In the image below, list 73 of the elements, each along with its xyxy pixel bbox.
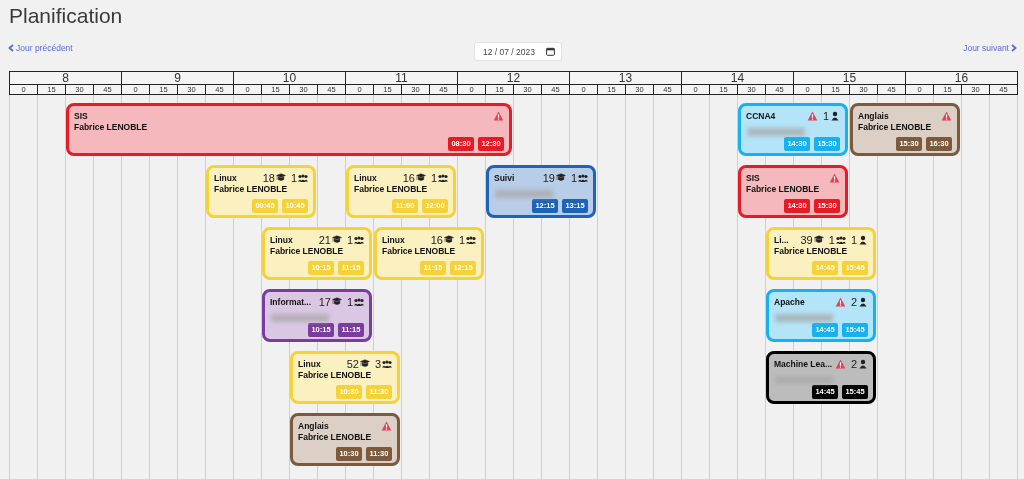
- teacher-name: Fabrice LENOBLE: [298, 370, 372, 380]
- event-card: [290, 351, 400, 404]
- course-title: Suivi: [494, 172, 516, 183]
- group-count: 3: [374, 357, 381, 370]
- student-count: 19: [542, 171, 555, 184]
- course-title: CCNA4: [746, 110, 777, 121]
- course-title: Anglais: [858, 110, 890, 121]
- teacher-name: Fabrice LENOBLE: [746, 184, 820, 194]
- event-card: [766, 351, 876, 404]
- course-title: Informat...: [270, 296, 313, 307]
- course-title: Machine Lea...: [774, 358, 834, 369]
- event-card: [262, 289, 372, 342]
- person-count: 1: [850, 233, 857, 246]
- hour-heading: 12: [457, 71, 570, 85]
- student-count: 21: [318, 233, 331, 246]
- hour-heading: 10: [233, 71, 346, 85]
- event-card: [850, 103, 960, 156]
- teacher-name: Fabrice LENOBLE: [354, 184, 428, 194]
- group-count: 1: [458, 233, 465, 246]
- hour-heading: 8: [9, 71, 122, 85]
- hour-heading: 9: [121, 71, 234, 85]
- student-count: 16: [430, 233, 443, 246]
- course-title: Linux: [214, 172, 238, 183]
- student-count: 17: [318, 295, 331, 308]
- hour-heading: 15: [793, 71, 906, 85]
- event-card: [738, 103, 848, 156]
- page-title: Planification: [9, 4, 123, 28]
- hour-heading: 16: [905, 71, 1018, 85]
- course-title: SIS: [74, 110, 89, 121]
- course-title: Linux: [382, 234, 406, 245]
- student-count: 18: [262, 171, 275, 184]
- group-count: 1: [430, 171, 437, 184]
- person-count: 2: [850, 357, 857, 370]
- event-card: [738, 165, 848, 218]
- group-count: 1: [570, 171, 577, 184]
- teacher-name: Fabrice LENOBLE: [270, 246, 344, 256]
- hour-heading: 14: [681, 71, 794, 85]
- teacher-name: Fabrice LENOBLE: [382, 246, 456, 256]
- person-count: 1: [822, 109, 829, 122]
- course-title: Linux: [298, 358, 322, 369]
- event-card: [290, 413, 400, 466]
- teacher-name: Fabrice LENOBLE: [774, 246, 848, 256]
- date-input: 12 / 07 / 2023: [474, 42, 562, 61]
- student-count: 39: [800, 233, 813, 246]
- teacher-name: Fabrice LENOBLE: [214, 184, 288, 194]
- hour-heading: 13: [569, 71, 682, 85]
- teacher-name: Fabrice LENOBLE: [74, 122, 148, 132]
- teacher-name: Fabrice LENOBLE: [298, 432, 372, 442]
- next-day-link: Jour suivant: [963, 43, 1009, 53]
- event-card: [66, 103, 512, 156]
- group-count: 1: [828, 233, 835, 246]
- event-card: [262, 227, 372, 280]
- event-card: [346, 165, 456, 218]
- course-title: Linux: [270, 234, 294, 245]
- person-count: 2: [850, 295, 857, 308]
- previous-day-link: Jour précédent: [16, 43, 73, 53]
- event-card: [206, 165, 316, 218]
- course-title: Anglais: [298, 420, 330, 431]
- event-card: [766, 289, 876, 342]
- group-count: 1: [346, 295, 353, 308]
- group-count: 1: [290, 171, 297, 184]
- student-count: 16: [402, 171, 415, 184]
- course-title: SIS: [746, 172, 761, 183]
- student-count: 52: [346, 357, 359, 370]
- event-card: [766, 227, 876, 280]
- course-title: Li...: [774, 234, 790, 245]
- course-title: Apache: [774, 296, 806, 307]
- group-count: 1: [346, 233, 353, 246]
- event-card: [486, 165, 596, 218]
- hour-heading: 11: [345, 71, 458, 85]
- course-title: Linux: [354, 172, 378, 183]
- event-card: [374, 227, 484, 280]
- teacher-name: Fabrice LENOBLE: [858, 122, 932, 132]
